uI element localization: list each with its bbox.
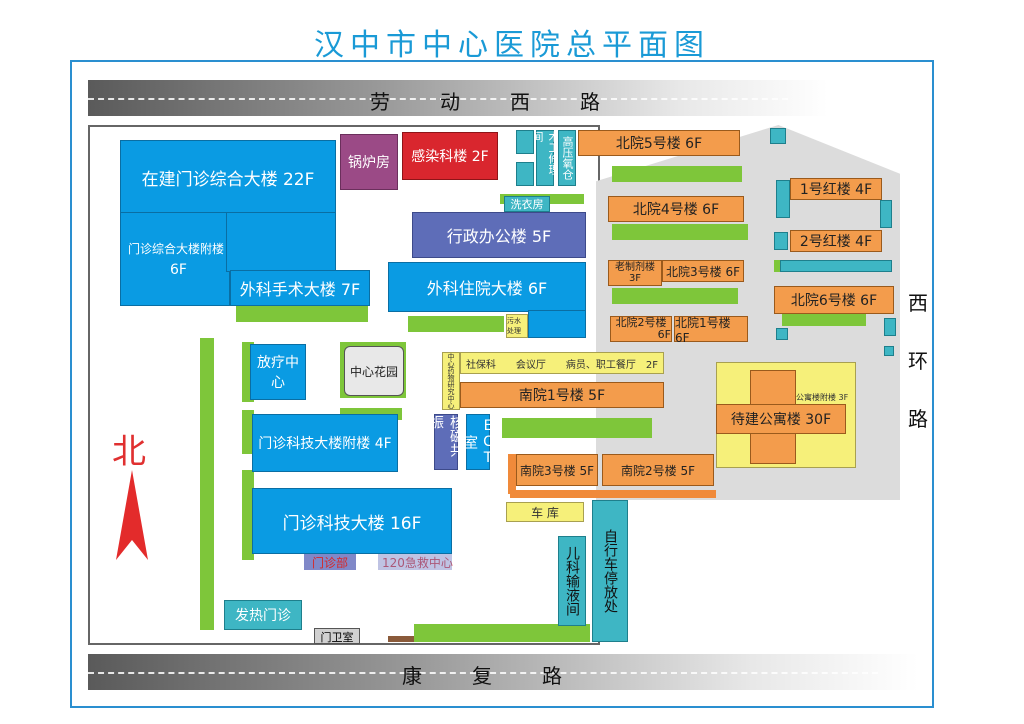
- west-ring-road-label: 西 环 路: [908, 274, 928, 448]
- utility-block: [770, 128, 786, 144]
- building-guard-room[interactable]: 门卫室: [314, 628, 360, 644]
- south-road-centerline: [88, 672, 878, 674]
- building-pediatric-infusion[interactable]: 儿科输液间: [558, 536, 586, 626]
- west-ring-road-char: 环: [908, 349, 928, 373]
- map-frame: [70, 60, 934, 708]
- south-road-label: 康复路: [402, 664, 612, 688]
- building-south2[interactable]: 南院2号楼 5F: [602, 454, 714, 486]
- building-small-box[interactable]: 污水处理: [506, 314, 528, 338]
- north-road-centerline: [88, 98, 788, 100]
- green-strip: [782, 314, 866, 326]
- north-arrow-icon: [116, 470, 148, 560]
- utility-block: [776, 328, 788, 340]
- building-outpatient-annex-body[interactable]: [120, 212, 230, 306]
- orange-strip: [508, 454, 516, 494]
- building-north4[interactable]: 北院4号楼 6F: [608, 196, 744, 222]
- building-south3[interactable]: 南院3号楼 5F: [516, 454, 598, 486]
- green-strip: [242, 470, 254, 560]
- building-bike-parking[interactable]: 自行车停放处: [592, 500, 628, 642]
- green-strip: [242, 410, 254, 454]
- utility-block: [516, 162, 534, 186]
- building-admin-office[interactable]: 行政办公楼 5F: [412, 212, 586, 258]
- green-strip: [236, 306, 368, 322]
- building-ect[interactable]: ECT室: [462, 414, 496, 470]
- green-strip: [414, 624, 590, 642]
- central-garden-label: 中心花园: [344, 346, 404, 396]
- green-strip: [612, 288, 738, 304]
- building-surgery-inpatient-tail: [528, 310, 586, 338]
- building-outpatient-complex-lower: [226, 212, 336, 272]
- green-strip: [612, 224, 748, 240]
- map-title: 汉中市中心医院总平面图: [314, 28, 710, 63]
- building-outpatient-annex-floor: 6F: [170, 262, 187, 278]
- building-tech-annex[interactable]: 门诊科技大楼附楼 4F: [252, 414, 398, 472]
- green-strip: [408, 316, 504, 332]
- utility-block: [880, 200, 892, 228]
- building-north3[interactable]: 北院3号楼 6F: [662, 260, 744, 282]
- building-wood-shop[interactable]: 木工修理间: [531, 130, 560, 186]
- building-social-row[interactable]: 社保科 会议厅 病员、职工餐厅 2F: [460, 352, 664, 374]
- building-outpatient-annex-label: 门诊综合大楼附楼: [127, 242, 224, 256]
- west-ring-road-char: 路: [908, 407, 928, 431]
- building-tech[interactable]: 门诊科技大楼 16F: [252, 488, 452, 554]
- building-mri[interactable]: 核磁共振: [428, 414, 464, 470]
- building-outpatient-dept[interactable]: 门诊部: [304, 554, 356, 570]
- building-surgery-inpatient[interactable]: 外科住院大楼 6F: [388, 262, 586, 312]
- central-garden[interactable]: 中心花园: [340, 342, 406, 398]
- utility-block: [780, 260, 892, 272]
- building-old-pharmacy[interactable]: 老制剂楼 3F: [608, 260, 662, 286]
- building-high-voltage[interactable]: 高压氧仓: [558, 130, 576, 186]
- emergency-bar: [378, 554, 452, 570]
- utility-block: [774, 232, 788, 250]
- building-north2[interactable]: 北院2号楼 6F: [610, 316, 672, 342]
- building-apartment-label: 待建公寓楼 30F: [716, 404, 846, 434]
- utility-block: [884, 318, 896, 336]
- building-old-pharmacy-label: 老制剂楼: [615, 262, 655, 273]
- building-pharma-research[interactable]: 中心药物研究中心: [442, 352, 460, 410]
- utility-block: [884, 346, 894, 356]
- green-strip: [502, 418, 652, 438]
- green-strip: [774, 260, 780, 272]
- building-north1[interactable]: 北院1号楼 6F: [674, 316, 748, 345]
- building-south1[interactable]: 南院1号楼 5F: [460, 382, 664, 408]
- north-road-label: 劳动西路: [370, 90, 650, 114]
- building-boiler-room[interactable]: 锅炉房: [340, 134, 398, 190]
- building-garage[interactable]: 车 库: [506, 502, 584, 522]
- building-radiotherapy[interactable]: 放疗中心: [250, 344, 306, 400]
- north-compass-label: 北: [112, 432, 146, 472]
- building-apartment-annex[interactable]: 公寓楼附楼 3F: [796, 393, 849, 402]
- building-laundry[interactable]: 洗衣房: [504, 196, 550, 212]
- building-north6[interactable]: 北院6号楼 6F: [774, 286, 894, 314]
- building-fever-clinic[interactable]: 发热门诊: [224, 600, 302, 630]
- green-strip: [200, 338, 214, 630]
- building-infection[interactable]: 感染科楼 2F: [402, 132, 498, 180]
- building-outpatient-complex[interactable]: 在建门诊综合大楼 22F: [120, 140, 336, 214]
- building-north5[interactable]: 北院5号楼 6F: [578, 130, 740, 156]
- building-north2-label: 北院2号楼: [615, 316, 667, 329]
- orange-strip: [510, 490, 716, 498]
- green-strip: [690, 166, 742, 182]
- building-north2-floor: 6F: [657, 328, 671, 341]
- building-red1[interactable]: 1号红楼 4F: [790, 178, 882, 200]
- utility-block: [776, 180, 790, 218]
- building-red2[interactable]: 2号红楼 4F: [790, 230, 882, 252]
- gate-bar: [388, 636, 414, 642]
- building-old-pharmacy-floor: 3F: [628, 273, 642, 284]
- utility-block: [516, 130, 534, 154]
- west-ring-road-char: 西: [908, 291, 928, 315]
- building-surgery[interactable]: 外科手术大楼 7F: [230, 270, 370, 306]
